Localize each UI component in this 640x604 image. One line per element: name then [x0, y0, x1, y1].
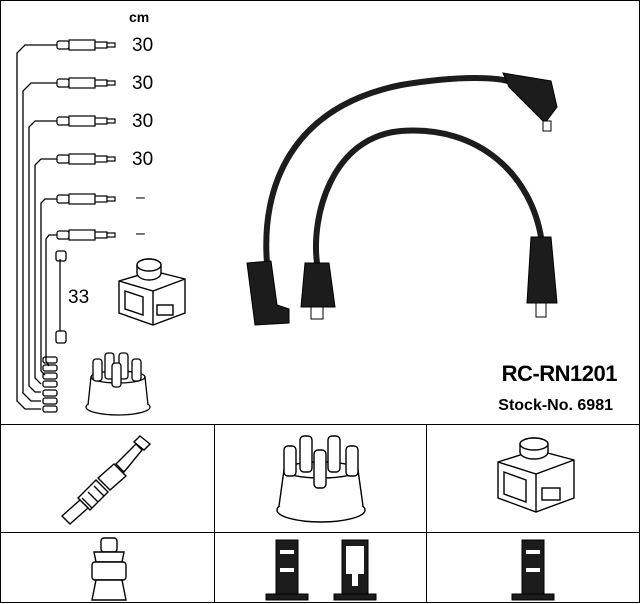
unit-label: cm: [129, 9, 150, 25]
cable-length-4: 30: [132, 149, 154, 170]
spark-plug-connector-icon: [91, 537, 127, 601]
top-panel: cm 30 30 30 30 – – 33: [1, 1, 639, 424]
ignition-cables-photo: [246, 72, 558, 326]
stock-number: Stock-No. 6981: [498, 397, 613, 414]
cable-length-1: 30: [132, 35, 154, 56]
coil-lead-length: 33: [68, 287, 90, 308]
distributor-cap-icon: [85, 352, 151, 416]
straight-boot-icon: [511, 539, 555, 601]
angled-boot-icon: [333, 539, 377, 601]
divider-left: [214, 424, 215, 602]
distributor-cap-icon: [276, 435, 366, 523]
cable-length-5: –: [136, 189, 145, 206]
ignition-coil-icon: [497, 437, 575, 513]
divider-top: [1, 424, 639, 425]
ignition-cable-schematic-icon: [16, 39, 116, 413]
divider-middle: [1, 532, 639, 533]
cable-length-6: –: [136, 225, 145, 242]
cable-length-2: 30: [132, 73, 154, 94]
cable-length-3: 30: [132, 111, 154, 132]
ignition-coil-icon: [118, 258, 186, 326]
spark-plug-icon: [60, 435, 152, 525]
divider-right: [426, 424, 427, 602]
straight-boot-icon: [265, 539, 309, 601]
part-number: RC-RN1201: [501, 361, 618, 386]
